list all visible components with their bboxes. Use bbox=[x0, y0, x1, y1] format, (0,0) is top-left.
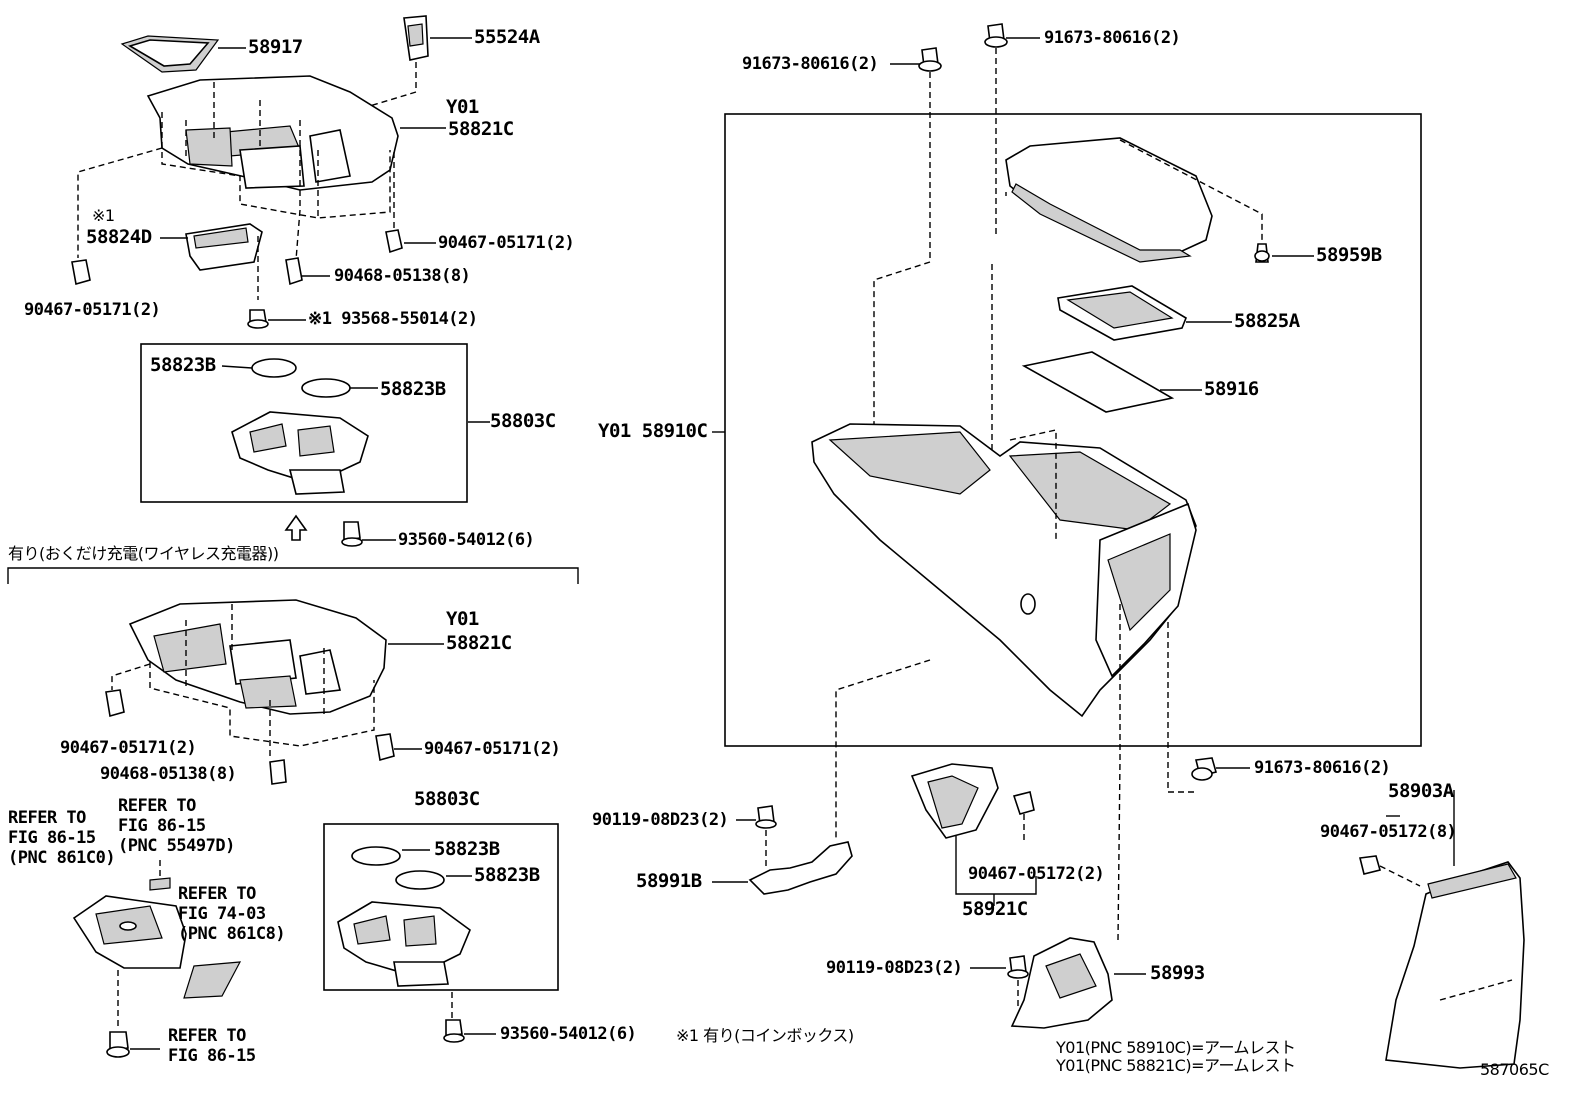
box-58803C-bottom bbox=[323, 823, 559, 991]
screw-93560-54012-top bbox=[341, 521, 396, 547]
label-y01-top: Y01 bbox=[446, 96, 479, 118]
screw-ref-86-15 bbox=[106, 1031, 160, 1058]
label-58823B-c: 58823B bbox=[434, 838, 500, 860]
label-58821C-top: 58821C bbox=[448, 118, 514, 140]
mat-58917 bbox=[120, 35, 246, 73]
coin-note: ※1 有り(コインボックス) bbox=[676, 1026, 854, 1045]
wireless-charger bbox=[72, 895, 187, 1030]
screw-91673-80616-a bbox=[873, 47, 942, 470]
tray-58825A bbox=[1057, 285, 1232, 341]
label-58821C-mid: 58821C bbox=[446, 632, 512, 654]
label-90468-05138-b: 90468-05138(8) bbox=[100, 764, 237, 784]
mat-58916 bbox=[1021, 351, 1202, 413]
console-body bbox=[811, 423, 1197, 718]
pin-58959B bbox=[1254, 243, 1314, 263]
ref-86-15-861C0: REFER TO FIG 86-15 (PNC 861C0) bbox=[8, 808, 116, 868]
wireless-note: 有り(おくだけ充電(ワイヤレス充電器)) bbox=[8, 544, 279, 563]
clip-90467-05171-right-top bbox=[385, 150, 436, 254]
bracket-58993 bbox=[1010, 604, 1146, 1029]
label-90467-05171-a: 90467-05171(2) bbox=[438, 233, 575, 253]
ref-74-03-861C8: REFER TO FIG 74-03 (PNC 861C8) bbox=[178, 884, 286, 944]
label-90467-05171-b: 90467-05171(2) bbox=[24, 300, 161, 320]
box-58803C-top bbox=[140, 343, 468, 503]
upper-panel-58821C-mid bbox=[111, 599, 444, 758]
label-90467-05172-a: 90467-05172(2) bbox=[968, 864, 1105, 884]
label-90467-05171-c: 90467-05171(2) bbox=[60, 738, 197, 758]
note-mark-top: ※1 bbox=[92, 206, 115, 225]
label-58993: 58993 bbox=[1150, 962, 1205, 984]
label-93560-54012-b: 93560-54012(6) bbox=[500, 1024, 637, 1044]
upper-panel-58821C-top bbox=[77, 75, 446, 261]
label-91673-80616-b: 91673-80616(2) bbox=[1044, 28, 1181, 48]
label-58991B: 58991B bbox=[636, 870, 702, 892]
label-93568-55014: ※1 93568-55014(2) bbox=[308, 309, 478, 329]
label-58910C: Y01 58910C bbox=[598, 420, 708, 442]
clip-90467-05171-left-top bbox=[71, 259, 91, 286]
screw-91673-80616-b bbox=[984, 23, 1040, 550]
up-arrow bbox=[284, 514, 308, 541]
label-58824D: 58824D bbox=[86, 226, 152, 248]
label-58803C-a: 58803C bbox=[490, 410, 556, 432]
label-55524A: 55524A bbox=[474, 26, 540, 48]
label-58916: 58916 bbox=[1204, 378, 1259, 400]
box-58910C bbox=[724, 113, 1422, 747]
sheet-861C8 bbox=[183, 961, 242, 999]
wireless-bracket bbox=[7, 567, 579, 584]
label-90468-05138-a: 90468-05138(8) bbox=[334, 266, 471, 286]
cup-holder-58803C-top bbox=[221, 358, 490, 495]
pad-55497D bbox=[149, 860, 171, 891]
label-91673-80616-c: 91673-80616(2) bbox=[1254, 758, 1391, 778]
legend-58910C: Y01(PNC 58910C)=アームレスト bbox=[1056, 1038, 1296, 1057]
cup-holder-58803C-bottom bbox=[337, 846, 472, 987]
label-58903A: 58903A bbox=[1388, 780, 1454, 802]
label-58921C: 58921C bbox=[962, 898, 1028, 920]
label-90119-08D23-a: 90119-08D23(2) bbox=[592, 810, 729, 830]
label-58823B-d: 58823B bbox=[474, 864, 540, 886]
side-panel-58903A bbox=[1359, 790, 1525, 1069]
clip-90467-05171-left-mid bbox=[105, 689, 125, 718]
clip-90468-05138-mid bbox=[269, 759, 287, 785]
label-90467-05172-b: 90467-05172(8) bbox=[1320, 822, 1457, 842]
label-58823B-b: 58823B bbox=[380, 378, 446, 400]
label-90119-08D23-b: 90119-08D23(2) bbox=[826, 958, 963, 978]
clip-90468-05138-top bbox=[285, 257, 330, 286]
label-91673-80616-a: 91673-80616(2) bbox=[742, 54, 879, 74]
ref-86-15-55497D: REFER TO FIG 86-15 (PNC 55497D) bbox=[118, 796, 235, 856]
label-y01-mid: Y01 bbox=[446, 608, 479, 630]
bracket-58991B bbox=[712, 659, 931, 895]
label-90467-05171-d: 90467-05171(2) bbox=[424, 739, 561, 759]
screw-90119-08D23-b bbox=[970, 955, 1029, 1010]
legend-58821C: Y01(PNC 58821C)=アームレスト bbox=[1056, 1056, 1296, 1075]
label-58959B: 58959B bbox=[1316, 244, 1382, 266]
trim-58921C bbox=[910, 763, 1037, 906]
label-58825A: 58825A bbox=[1234, 310, 1300, 332]
screw-91673-80616-c bbox=[1167, 622, 1250, 793]
label-58823B-a: 58823B bbox=[150, 354, 216, 376]
armrest-lid bbox=[1005, 137, 1263, 263]
ref-86-15-screw: REFER TO FIG 86-15 bbox=[168, 1026, 256, 1066]
label-93560-54012-a: 93560-54012(6) bbox=[398, 530, 535, 550]
screw-93568-55014 bbox=[247, 309, 306, 329]
screw-90119-08D23-a bbox=[736, 805, 777, 868]
label-58917: 58917 bbox=[248, 36, 303, 58]
label-58803C-b: 58803C bbox=[414, 788, 480, 810]
clip-90467-05171-right-mid bbox=[375, 733, 422, 762]
screw-93560-54012-bottom bbox=[443, 992, 496, 1043]
coin-box-58824D bbox=[160, 223, 263, 300]
figure-number: 587065C bbox=[1480, 1060, 1549, 1079]
